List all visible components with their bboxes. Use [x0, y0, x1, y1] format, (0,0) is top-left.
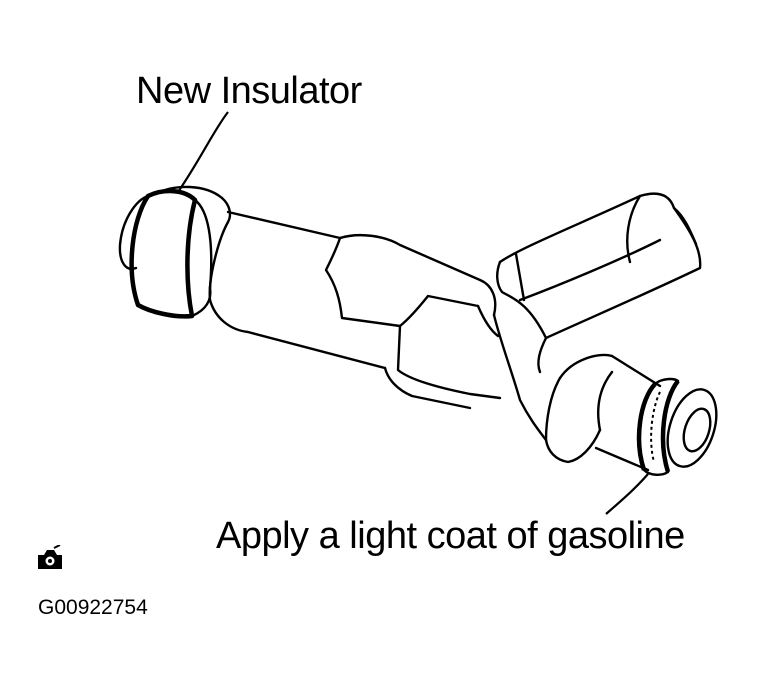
injector-neck [193, 196, 232, 302]
insulator-leader-line [177, 111, 229, 193]
gasoline-note-label: Apply a light coat of gasoline [216, 515, 685, 557]
camera-icon [38, 545, 62, 569]
new-insulator [118, 185, 224, 319]
injector-nozzle [544, 353, 718, 472]
gasoline-leader-line [605, 473, 649, 515]
new-insulator-label: New Insulator [136, 70, 362, 112]
figure-id: G00922754 [38, 596, 148, 619]
injector-body [208, 210, 548, 442]
electrical-connector [496, 192, 702, 374]
o-ring [636, 377, 680, 476]
